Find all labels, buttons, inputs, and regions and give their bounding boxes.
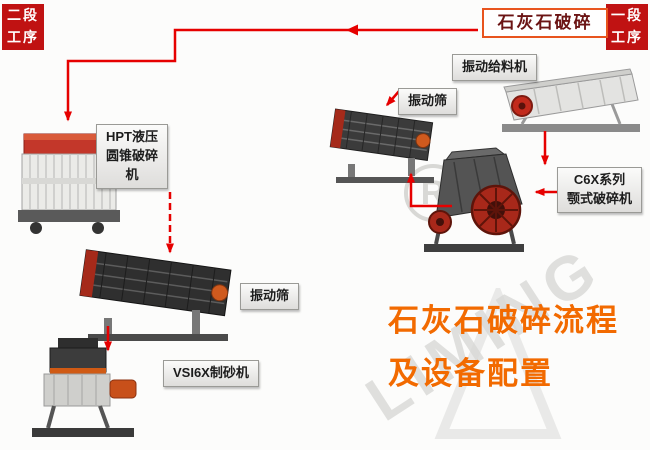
vibrating-feeder-image [502,68,640,132]
diagram-title-line2: 及设备配置 [388,356,553,392]
arrowhead-top-mid [346,24,358,36]
label-vibrating-feeder: 振动给料机 [452,54,538,81]
label-cone-line2: 圆锥破碎 [106,147,159,163]
stage2-badge-line1: 二段 [7,7,39,24]
stage1-badge-line1: 一段 [611,7,643,24]
sand-making-machine-image [32,338,137,437]
vsi-motor [109,379,137,399]
label-cone-line3: 机 [125,166,139,182]
diagram-title-line1: 石灰石破碎流程 [388,303,619,338]
diagram-title: 石灰石破碎流程 及设备配置 [388,294,619,401]
stage1-badge: 一段 工序 [606,4,648,50]
label-cone-line1: HPT液压 [106,129,159,144]
stage2-badge-line2: 工序 [7,29,39,45]
label-jaw-crusher: C6X系列 颚式破碎机 [557,167,643,213]
label-jaw-line2: 颚式破碎机 [567,190,633,206]
label-vibrating-screen-1: 振动筛 [398,88,458,115]
cone-crusher-image [18,133,120,234]
label-sand-making-machine: VSI6X制砂机 [163,360,259,387]
stage2-badge: 二段 工序 [2,4,44,50]
vibrating-screen-2-image [79,249,232,341]
stage1-badge-line2: 工序 [611,29,643,45]
jaw-crusher-image [424,147,524,252]
label-jaw-line1: C6X系列 [573,172,626,187]
label-cone-crusher: HPT液压 圆锥破碎 机 [96,124,169,189]
limestone-source-box: 石灰石破碎 [482,8,608,38]
label-vibrating-screen-2: 振动筛 [240,283,300,310]
